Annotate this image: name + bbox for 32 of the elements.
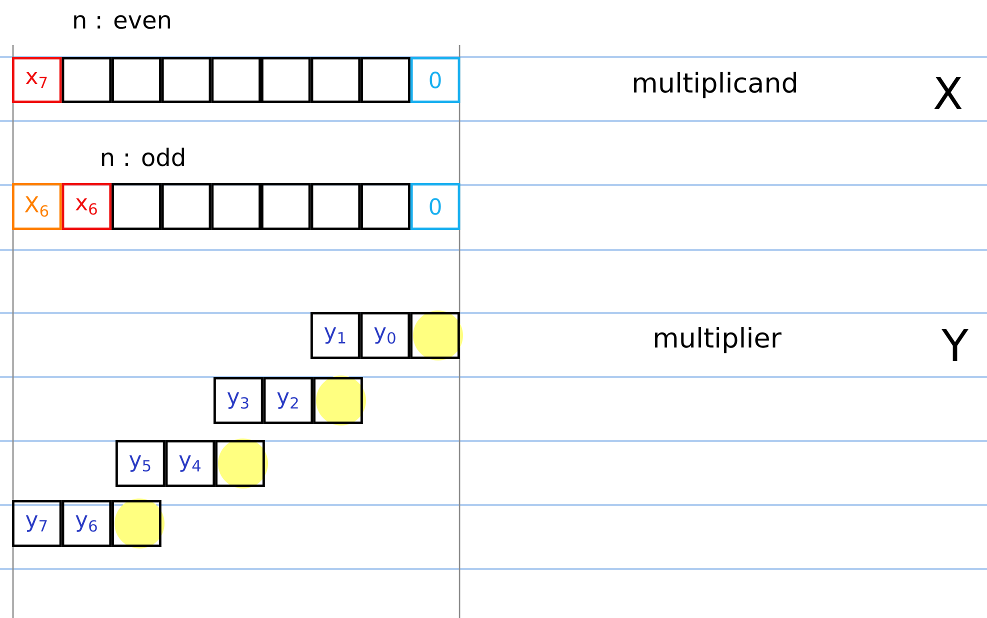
register-cell: [310, 57, 361, 103]
register-cell: x$_{6}$: [62, 183, 112, 230]
register-cell: x$_{7}$: [12, 57, 62, 103]
register-cell: X$_{6}$: [12, 183, 62, 230]
register-cell: [211, 57, 261, 103]
register-cell: [261, 57, 311, 103]
register-cell: [211, 183, 261, 230]
handwritten-label: multiplicand: [634, 72, 796, 98]
register-cell: [261, 183, 311, 230]
register-cell: y$_{7}$: [12, 500, 62, 547]
register-cell: y$_{1}$: [310, 312, 360, 359]
handwritten-label: multiplier: [655, 326, 782, 354]
register-cell: [310, 183, 361, 230]
register-cell: [112, 183, 162, 230]
register-cell: y$_{6}$: [62, 500, 112, 547]
register-cell: y$_{4}$: [165, 440, 216, 487]
register-cell: y$_{3}$: [214, 377, 264, 424]
register-cell: y$_{2}$: [263, 377, 314, 424]
register-cell: y$_{0}$: [360, 312, 410, 359]
register-cell: [360, 57, 410, 103]
register-cell: [161, 183, 212, 230]
register-cell: 0: [410, 183, 460, 230]
register-cell: [161, 57, 212, 103]
handwritten-label: Y: [942, 328, 969, 362]
handwritten-label: X: [934, 76, 962, 110]
register-cell: [62, 57, 112, 103]
handwritten-label: n : even: [74, 15, 170, 29]
register-cell: y$_{5}$: [116, 440, 166, 487]
register-cell: [360, 183, 410, 230]
handwritten-label: n : odd: [102, 148, 184, 166]
register-cell: [112, 57, 162, 103]
register-cell: 0: [410, 57, 460, 103]
